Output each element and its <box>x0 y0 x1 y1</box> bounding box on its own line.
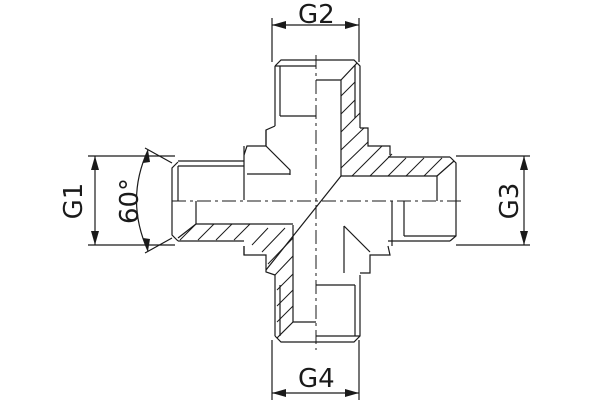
dimension-g4 <box>271 340 360 400</box>
right-branch <box>341 156 457 246</box>
center-lines <box>172 55 462 350</box>
dimension-angle-60 <box>135 147 173 254</box>
dimension-label-g1: G1 <box>59 182 89 220</box>
left-branch <box>171 130 293 255</box>
bottom-branch <box>243 225 391 343</box>
section-diagonal <box>265 175 342 271</box>
dimension-label-g2: G2 <box>298 0 335 30</box>
top-branch <box>243 59 391 176</box>
dimension-g3 <box>456 155 530 246</box>
dimension-label-angle: 60° <box>115 177 145 225</box>
dimension-label-g3: G3 <box>495 182 525 220</box>
section-hatching <box>179 81 443 323</box>
dimension-g2 <box>271 18 360 62</box>
dimension-label-g4: G4 <box>298 364 335 394</box>
